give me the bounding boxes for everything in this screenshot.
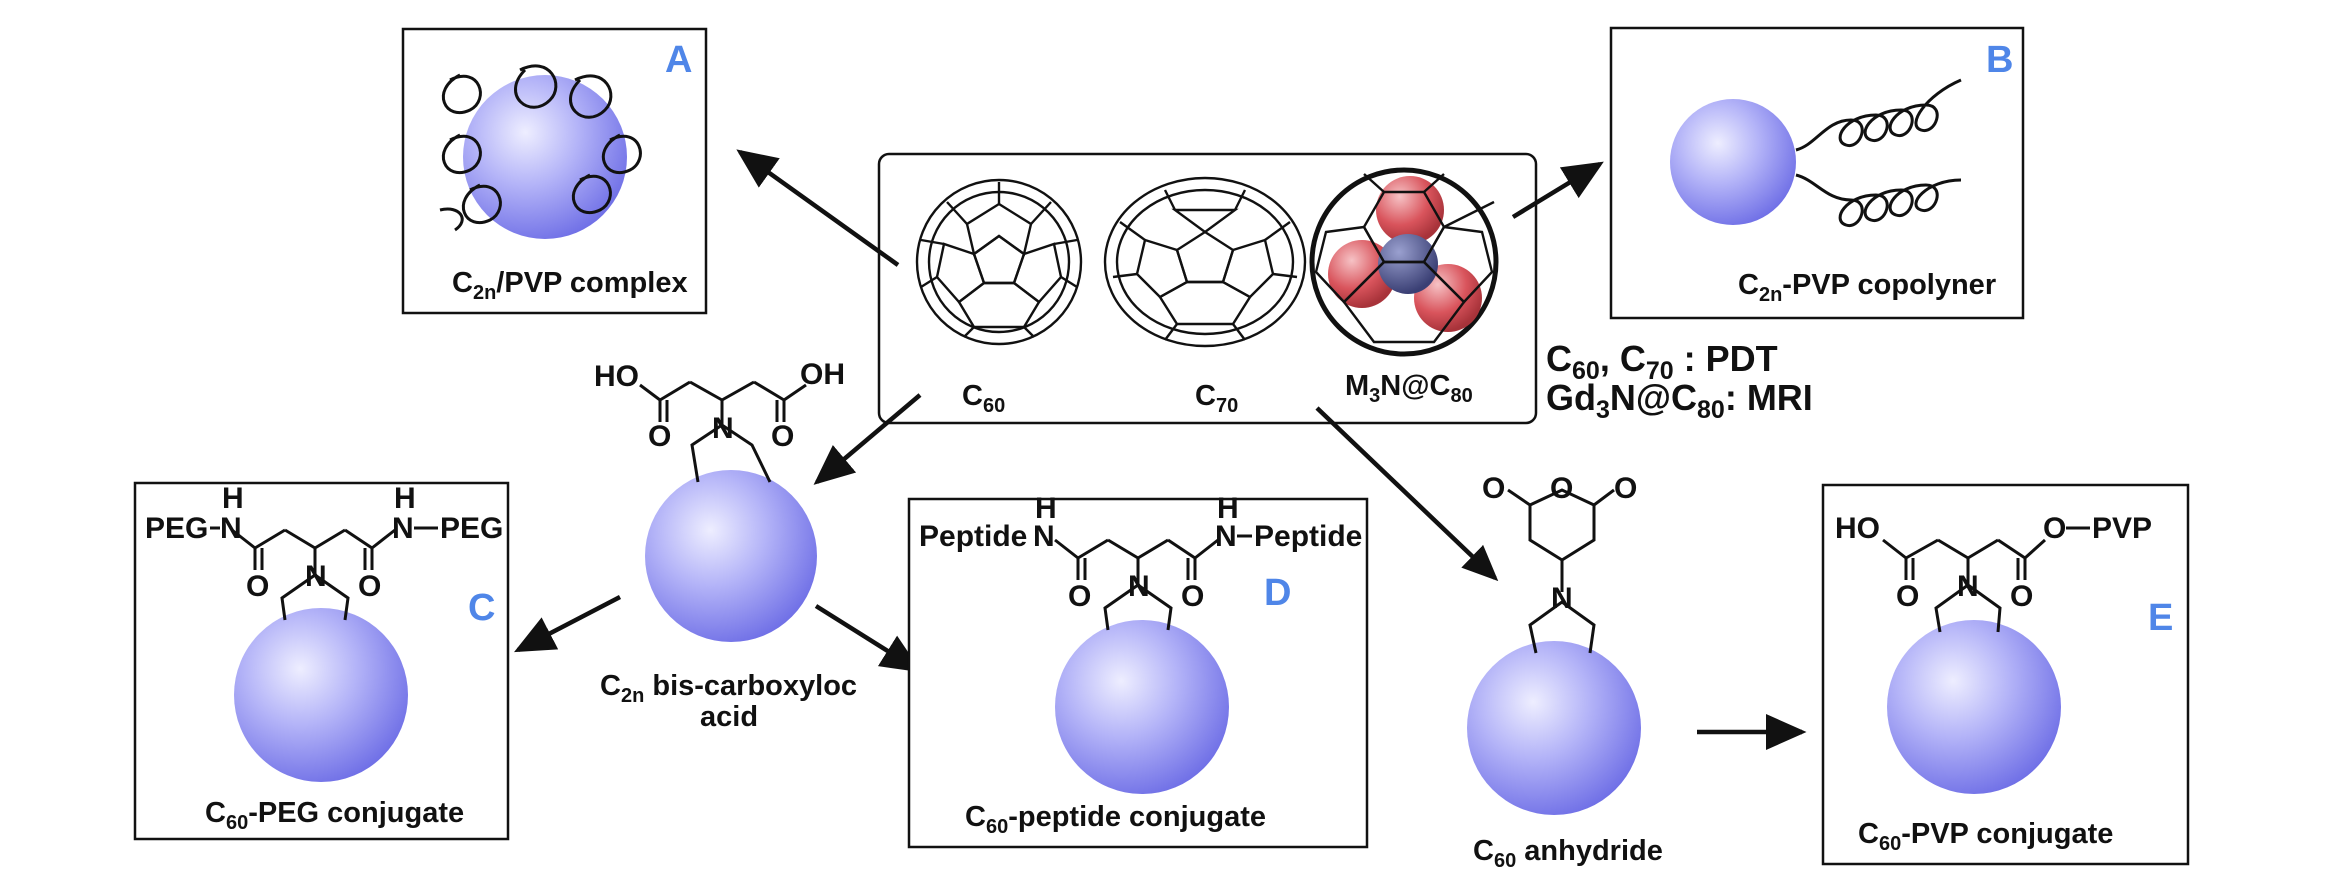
bisacid-caption-line2: acid	[700, 701, 758, 733]
panel-d: D N O O N H N H Peptide Peptide C60-pept…	[907, 492, 1369, 849]
svg-text:O: O	[246, 570, 269, 603]
panel-c: C N O O N H N H PEG PEG C60-PEG conjugat…	[133, 481, 510, 841]
panel-c-caption: C60-PEG conjugate	[205, 797, 464, 834]
bisacid-caption: C2n bis-carboxyloc	[600, 670, 857, 707]
svg-text:O: O	[1550, 472, 1573, 505]
svg-text:N: N	[305, 560, 327, 593]
pvp-coil	[439, 64, 642, 232]
c60-anhydride: N O O O C60 anhydride	[1467, 472, 1663, 872]
c70-cage	[1103, 176, 1307, 348]
svg-text:H: H	[1035, 492, 1057, 525]
panel-a: A C2n/PVP complex	[401, 27, 708, 315]
svg-text:N: N	[220, 512, 242, 545]
svg-text:N: N	[392, 512, 414, 545]
svg-text:PEG: PEG	[145, 512, 208, 545]
bis-carboxylic-acid: N HO OH O O C2n bis-carboxyloc acid	[594, 358, 857, 733]
svg-text:O: O	[1482, 472, 1505, 505]
arrow-to-bisacid	[813, 393, 922, 485]
svg-text:O: O	[771, 420, 794, 453]
svg-text:N: N	[1128, 570, 1150, 603]
c70-label: C70	[1195, 380, 1238, 417]
svg-text:Peptide: Peptide	[919, 520, 1027, 553]
svg-text:O: O	[2043, 512, 2066, 545]
m3n-c80-cage	[1309, 167, 1499, 357]
svg-text:H: H	[394, 482, 416, 515]
sphere	[234, 608, 408, 782]
svg-text:OH: OH	[800, 358, 845, 391]
panel-a-letter: A	[665, 39, 692, 81]
arrow-to-anhydride	[1315, 406, 1499, 582]
c60-label: C60	[962, 380, 1005, 417]
panel-c-letter: C	[468, 587, 495, 629]
svg-text:N: N	[1551, 582, 1573, 615]
svg-text:Peptide: Peptide	[1254, 520, 1362, 553]
panel-d-letter: D	[1264, 572, 1291, 614]
panel-b-caption: C2n-PVP copolyner	[1738, 269, 1996, 306]
sphere	[1055, 620, 1229, 794]
arrow-to-c	[514, 595, 622, 653]
sphere	[645, 470, 817, 642]
svg-text:O: O	[1068, 580, 1091, 613]
panel-a-caption: C2n/PVP complex	[452, 267, 688, 304]
svg-text:O: O	[1181, 580, 1204, 613]
sphere	[1887, 620, 2061, 794]
panel-d-caption: C60-peptide conjugate	[965, 801, 1266, 838]
arrow-to-d	[814, 604, 922, 673]
fullerene-panel: C60 C70 M3N@C80	[877, 152, 1538, 425]
svg-text:N: N	[1033, 520, 1055, 553]
svg-text:O: O	[648, 420, 671, 453]
svg-text:N: N	[712, 412, 734, 445]
application-mri: Gd3N@C80: MRI	[1546, 377, 1813, 424]
panel-e: E N O O O HO PVP C60-PVP conjugate	[1821, 483, 2190, 866]
svg-text:N: N	[1215, 520, 1237, 553]
panel-e-letter: E	[2148, 597, 2173, 639]
svg-text:O: O	[358, 570, 381, 603]
svg-text:O: O	[2010, 580, 2033, 613]
arrow-to-b	[1511, 161, 1604, 219]
svg-text:PEG: PEG	[440, 512, 503, 545]
panel-e-caption: C60-PVP conjugate	[1858, 818, 2113, 855]
sphere	[1467, 641, 1641, 815]
pvp-chain	[1795, 78, 1962, 227]
application-pdt: C60, C70 : PDT	[1546, 338, 1778, 385]
svg-text:O: O	[1896, 580, 1919, 613]
svg-text:N: N	[1957, 570, 1979, 603]
arrow-to-a	[736, 149, 900, 267]
svg-text:H: H	[222, 482, 244, 515]
svg-text:HO: HO	[1835, 512, 1880, 545]
sphere	[1670, 99, 1796, 225]
svg-text:PVP: PVP	[2092, 512, 2152, 545]
anhydride-caption: C60 anhydride	[1473, 835, 1663, 872]
panel-b: B C2n-PVP copolyner	[1609, 26, 2025, 320]
svg-text:H: H	[1217, 492, 1239, 525]
svg-text:HO: HO	[594, 360, 639, 393]
svg-text:O: O	[1614, 472, 1637, 505]
c60-cage	[915, 178, 1083, 346]
panel-b-letter: B	[1986, 39, 2013, 81]
m3n-c80-label: M3N@C80	[1345, 370, 1473, 407]
